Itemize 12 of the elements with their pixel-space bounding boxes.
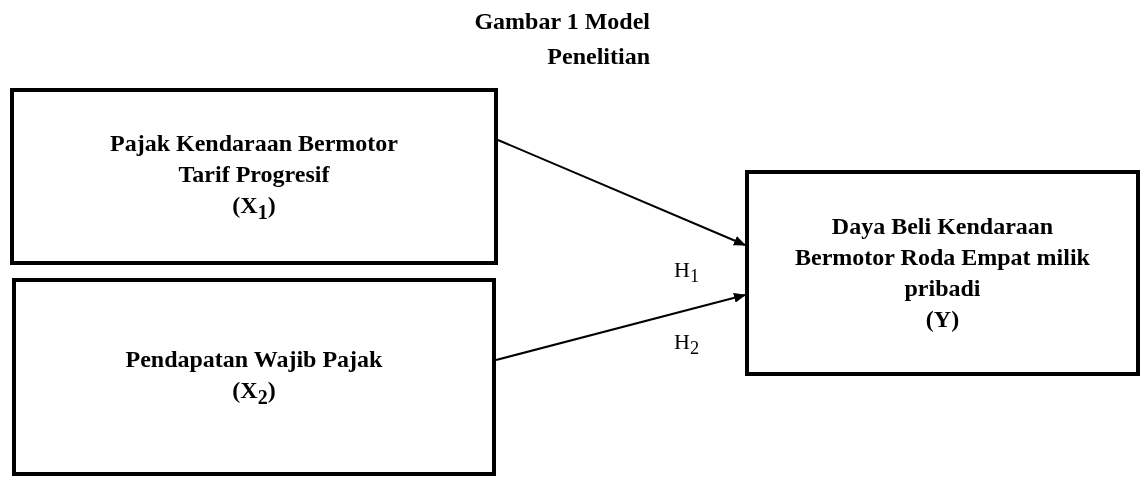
- variable-box: [745, 170, 1140, 376]
- figure-title: Gambar 1 Model Penelitian: [473, 7, 650, 71]
- variable-box: [12, 278, 496, 476]
- variable-symbol: (Y): [925, 305, 960, 335]
- variable-name: Daya Beli Kendaraan Bermotor Roda Empat milik pribadi: [794, 211, 1091, 303]
- variable-name: Pendapatan Wajib Pajak: [125, 345, 383, 374]
- variable-box: [10, 88, 498, 265]
- variable-symbol: (X$_{2}$): [232, 376, 276, 410]
- variable-name: Pajak Kendaraan Bermotor Tarif Progresif: [109, 128, 399, 190]
- variable-symbol: (X$_{1}$): [232, 191, 276, 226]
- arrow: [497, 139, 746, 246]
- arrow: [495, 292, 746, 361]
